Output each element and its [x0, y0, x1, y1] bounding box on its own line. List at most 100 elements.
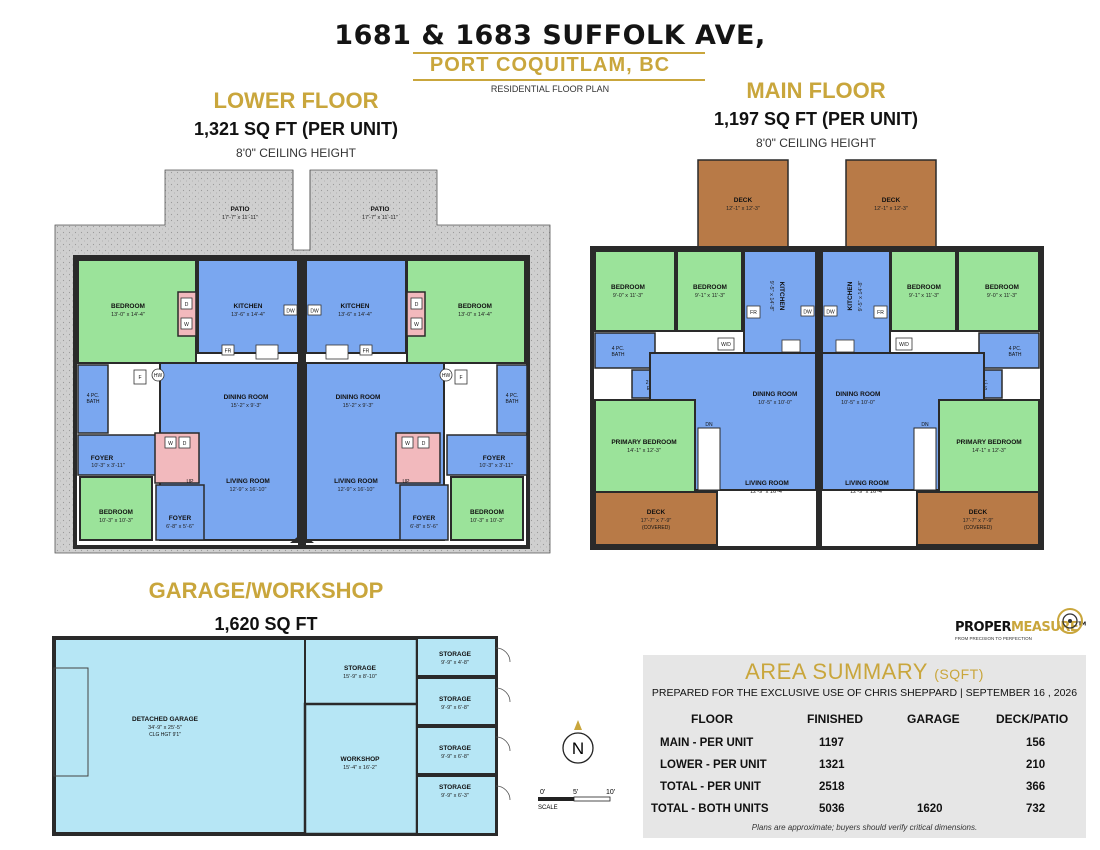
main-left-deck-top-label: DECK — [734, 197, 753, 204]
main-right-kitchen-label: KITCHEN — [847, 281, 854, 310]
main-left-primary-dim: 14'-1" x 12'-3" — [627, 448, 661, 454]
lower-right-kitchen-dim: 13'-6" x 14'-4" — [338, 312, 372, 318]
lower-right-washer: W — [414, 322, 419, 328]
lower-right-heater-label: HW — [442, 373, 451, 379]
scale-tick-5: 5' — [573, 789, 578, 796]
row-lower-deck: 210 — [1026, 759, 1046, 771]
lower-left-washer-2: W — [168, 441, 173, 447]
main-right-stair — [913, 427, 937, 491]
main-right-stove — [835, 339, 855, 353]
lower-left-foyer-side-dim: 10'-3" x 3'-11" — [91, 463, 124, 469]
compass-arrow-icon — [574, 720, 582, 730]
main-left-bath4-label: 4 PC. — [612, 346, 625, 352]
lower-left-foyer-side — [77, 434, 159, 476]
row-lower-finished: 1321 — [819, 759, 845, 771]
main-left-deck-bottom-dim: 17'-7" x 7'-9" — [641, 518, 672, 524]
lower-right-bedroom-top — [406, 259, 526, 364]
title-rule-bottom — [413, 79, 705, 81]
storage-3-dim: 9'-9" x 6'-8" — [441, 754, 469, 760]
row-main-floor: MAIN - PER UNIT — [660, 737, 754, 749]
main-left-bedroom-a-dim: 9'-0" x 11'-3" — [613, 293, 643, 299]
main-left-deck-top — [697, 159, 789, 249]
main-left-deck-top-dim: 12'-1" x 12'-3" — [726, 206, 760, 212]
scale-tick-10: 10' — [606, 789, 615, 796]
lower-right-bedroom-bottom-label: BEDROOM — [470, 509, 504, 516]
lower-floor-sqft: 1,321 SQ FT (PER UNIT) — [193, 119, 399, 139]
lower-right-bath — [496, 364, 528, 434]
lower-left-stove — [255, 344, 279, 360]
lower-left-bath-label: 4 PC. — [87, 393, 100, 399]
main-right-bedroom-a-label: BEDROOM — [985, 284, 1019, 291]
main-right-kitchen — [821, 250, 891, 354]
main-left-kitchen — [743, 250, 817, 354]
lower-patio-right-dim: 17'-7" x 11'-11" — [362, 215, 398, 221]
lower-right-living-dim: 12'-9" x 16'-10" — [338, 487, 375, 493]
main-left-bedroom-b — [676, 250, 743, 332]
main-right-stair-down: DN — [921, 422, 929, 428]
workshop-room — [303, 702, 419, 836]
brand-tagline: FROM PRECISION TO PERFECTION — [955, 636, 1032, 641]
main-left-bedroom-b-dim: 9'-1" x 11'-3" — [695, 293, 725, 299]
main-right-deck-bottom-dim: 17'-7" x 7'-9" — [963, 518, 994, 524]
scale-bar: 0' 5' 10' SCALE — [538, 789, 615, 811]
area-summary-title-text: AREA SUMMARY — [745, 659, 928, 684]
lower-right-bedroom-top-label: BEDROOM — [458, 303, 492, 310]
row-main-deck: 156 — [1026, 737, 1046, 749]
main-left-dining-label: DINING ROOM — [753, 391, 798, 398]
main-left-bedroom-a — [594, 250, 676, 332]
main-left-bath4-label2: BATH — [612, 352, 625, 358]
main-right-bath4-label: 4 PC. — [1009, 346, 1022, 352]
storage-main-label: STORAGE — [344, 665, 377, 672]
lower-party-wall — [298, 257, 306, 547]
main-left-stove — [781, 339, 801, 353]
col-header-deck: DECK/PATIO — [996, 712, 1069, 726]
lower-right-bedroom-bottom — [450, 476, 524, 541]
main-right-bath4 — [978, 332, 1040, 369]
lower-right-stair-up: UP — [403, 479, 411, 485]
lower-left-dining-dim: 15'-2" x 9'-3" — [231, 403, 262, 409]
main-floor-ceiling: 8'0" CEILING HEIGHT — [756, 136, 876, 150]
storage-3-label: STORAGE — [439, 745, 472, 752]
lower-patio-right-label: PATIO — [371, 206, 390, 213]
storage-1-dim: 9'-9" x 4'-8" — [441, 660, 469, 666]
lower-left-living-dim: 12'-9" x 16'-10" — [230, 487, 267, 493]
lower-left-water-heater — [151, 368, 165, 382]
main-left-stair — [697, 427, 721, 491]
lower-left-foyer-dim: 6'-8" x 5'-6" — [166, 524, 194, 530]
area-summary-prepared: PREPARED FOR THE EXCLUSIVE USE OF CHRIS … — [651, 687, 1078, 699]
row-total-unit-finished: 2518 — [819, 781, 845, 793]
garage-ceiling-note: CLG HGT 9'1" — [149, 732, 181, 738]
main-right-kitchen-dim: 9'-5" x 14'-8" — [858, 281, 864, 312]
main-right-bedroom-a — [957, 250, 1040, 332]
brand-target-icon — [1057, 608, 1083, 634]
lower-left-dining-label: DINING ROOM — [224, 394, 269, 401]
lower-right-bath-label2: BATH — [506, 399, 519, 405]
lower-floor-plan: PATIO 17'-7" x 11'-11" PATIO 17'-7" x 11… — [54, 169, 551, 554]
brand-name-part-1: PROPER — [955, 620, 1012, 635]
lower-left-furnace: F — [138, 375, 141, 381]
storage-2-dim: 9'-9" x 6'-8" — [441, 705, 469, 711]
storage-1 — [416, 637, 497, 677]
col-header-finished: FINISHED — [807, 712, 864, 726]
garage-sqft: 1,620 SQ FT — [214, 614, 318, 634]
lower-right-bedroom-top-dim: 13'-0" x 14'-4" — [458, 312, 492, 318]
lower-patio-left-dim: 17'-7" x 11'-11" — [222, 215, 258, 221]
main-left-living-dim: 12'-9" x 16'-4" — [750, 489, 784, 495]
lower-right-dining-dim: 15'-2" x 9'-3" — [343, 403, 374, 409]
main-right-dishwasher: DW — [826, 310, 835, 316]
main-left-kitchen-dim: 9'-5" x 14'-8" — [768, 281, 774, 312]
title-rule-top — [413, 52, 705, 54]
main-left-bedroom-a-label: BEDROOM — [611, 284, 645, 291]
lower-right-stove — [325, 344, 349, 360]
main-left-stair-down: DN — [705, 422, 713, 428]
main-floor-plan: DECK 12'-1" x 12'-3" DECK 12'-1" x 12'-3… — [590, 159, 1044, 550]
lower-left-bedroom-bottom-dim: 10'-3" x 10'-3" — [99, 518, 133, 524]
lower-patio-left-label: PATIO — [231, 206, 250, 213]
main-right-fridge: FR — [877, 310, 884, 316]
main-party-wall — [816, 248, 822, 548]
lower-left-dryer-2: D — [183, 441, 187, 447]
lower-right-dishwasher: DW — [310, 309, 319, 315]
row-total-unit-floor: TOTAL - PER UNIT — [660, 781, 761, 793]
main-left-deck-bottom — [594, 491, 718, 546]
lower-left-foyer — [155, 484, 205, 541]
